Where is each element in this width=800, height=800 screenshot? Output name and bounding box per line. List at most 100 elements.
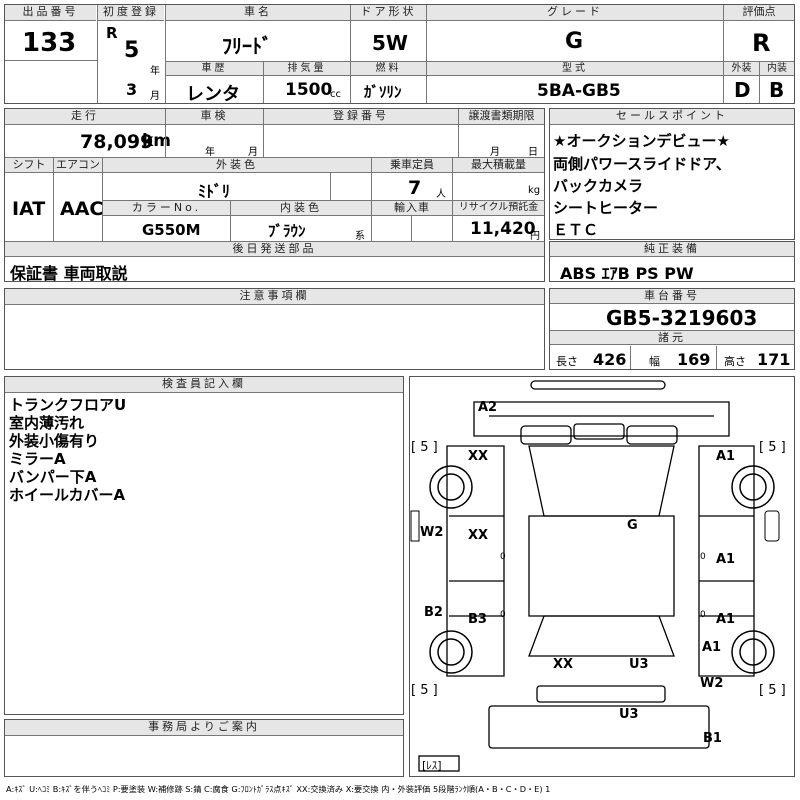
tire-front-right: [ 5 ] xyxy=(759,440,786,455)
height-label: 高さ xyxy=(724,355,746,368)
history-label: 車歴 xyxy=(166,62,263,76)
damage-xx-mid-left: XX xyxy=(468,528,489,543)
height: 171 xyxy=(757,350,791,369)
office-label: 事務局よりご案内 xyxy=(5,720,403,736)
sales-points-label: セールスポイント xyxy=(550,109,794,125)
recycle-label: リサイクル預託金 xyxy=(453,201,544,216)
mileage: 78,099 xyxy=(80,131,154,153)
inspector-box xyxy=(4,376,404,715)
inspector-line-6: ホイールカバーA xyxy=(9,486,126,504)
transfer-day: 日 xyxy=(528,147,538,158)
door: 5W xyxy=(372,31,408,55)
fuel-label: 燃料 xyxy=(351,62,426,76)
later-parts: 保証書 車両取説 xyxy=(10,264,128,283)
load-unit: kg xyxy=(528,185,541,196)
damage-u3-bottom: U3 xyxy=(619,707,639,722)
lot-no-label: 出品番号 xyxy=(5,5,96,21)
damage-b2-left: B2 xyxy=(424,605,443,620)
inspector-label: 検査員記入欄 xyxy=(5,377,403,393)
mark-zero-4: 0 xyxy=(700,610,706,620)
width-label: 幅 xyxy=(649,355,660,368)
damage-a1-front-right: A1 xyxy=(716,449,736,464)
displacement: 1500 xyxy=(285,80,333,100)
car-diagram-box xyxy=(409,376,795,777)
damage-w2-left: W2 xyxy=(420,525,444,540)
inspection-month: 月 xyxy=(248,147,258,158)
damage-u3-rear: U3 xyxy=(629,657,649,672)
transfer-month: 月 xyxy=(490,147,500,158)
chassis-number: GB5-3219603 xyxy=(606,306,758,330)
sales-line-4: シートヒーター xyxy=(553,199,659,217)
spare-tire-label: [ﾚｽ] xyxy=(422,759,442,772)
car-name-label: 車名 xyxy=(166,5,350,21)
damage-b3: B3 xyxy=(468,612,487,627)
damage-xx-front-left: XX xyxy=(468,449,489,464)
damage-xx-rear: XX xyxy=(553,657,574,672)
capacity-unit: 人 xyxy=(436,189,446,200)
load-label: 最大積載量 xyxy=(453,158,544,173)
equipment-box xyxy=(549,241,795,282)
color-no-label: カラーNo. xyxy=(103,201,230,216)
inspection-label: 車検 xyxy=(166,109,263,125)
damage-g-windshield: G xyxy=(627,518,638,533)
lot-no: 133 xyxy=(22,28,77,58)
damage-a1-lower-right: A1 xyxy=(716,612,736,627)
mileage-unit: km xyxy=(142,131,172,151)
chassis-box xyxy=(549,288,795,370)
int-score: B xyxy=(769,78,785,102)
length: 426 xyxy=(593,350,627,369)
color-no: G550M xyxy=(142,221,201,239)
sales-line-1: ★オークションデビュー★ xyxy=(553,132,730,150)
later-parts-label: 後日発送部品 xyxy=(5,242,544,257)
displacement-unit: cc xyxy=(330,89,341,100)
damage-legend: A:ｷｽﾞ U:ﾍｺﾐ B:ｷｽﾞを伴うﾍｺﾐ P:要塗装 W:補修跡 S:錆 … xyxy=(6,784,551,794)
reg-year: 5 xyxy=(124,38,140,63)
equipment-label: 純正装備 xyxy=(550,242,794,257)
history: レンタ xyxy=(186,84,240,105)
ac: AAC xyxy=(60,198,104,220)
recycle-unit: 円 xyxy=(530,231,540,242)
inspector-line-4: ミラーA xyxy=(9,450,66,468)
era: R xyxy=(106,24,118,42)
grade-label: グレード xyxy=(427,5,723,21)
equipment: ABS ｴｱB PS PW xyxy=(560,264,694,283)
int-label: 内装 xyxy=(760,62,794,76)
dims-label: 諸元 xyxy=(550,330,794,345)
damage-b1-bottom: B1 xyxy=(703,731,722,746)
inspection-year: 年 xyxy=(205,147,215,158)
score-label: 評価点 xyxy=(724,5,794,21)
mileage-label: 走行 xyxy=(5,109,165,125)
score: R xyxy=(752,29,771,57)
int-color-unit: 系 xyxy=(355,231,365,242)
sales-points-box xyxy=(549,108,795,240)
model-label: 型式 xyxy=(427,62,723,76)
length-label: 長さ xyxy=(556,355,578,368)
damage-a1-mid-right: A1 xyxy=(716,552,736,567)
vehicle-info-table xyxy=(4,108,545,282)
caution-label: 注意事項欄 xyxy=(5,289,544,305)
mark-zero-3: 0 xyxy=(500,610,506,620)
first-reg-label: 初度登録 xyxy=(98,5,164,21)
shift: IAT xyxy=(12,198,46,220)
damage-w2-right: W2 xyxy=(700,676,724,691)
displacement-label: 排気量 xyxy=(264,62,350,76)
caution-box xyxy=(4,288,545,370)
capacity-label: 乗車定員 xyxy=(372,158,452,173)
mark-zero-1: 0 xyxy=(500,552,506,562)
int-color-label: 内装色 xyxy=(231,201,371,216)
recycle: 11,420 xyxy=(470,219,536,239)
inspector-line-5: バンパー下A xyxy=(9,468,97,486)
width: 169 xyxy=(677,350,711,369)
reg-month-unit: 月 xyxy=(150,91,160,102)
office-box xyxy=(4,719,404,777)
sales-line-3: バックカメラ xyxy=(553,177,644,195)
transfer-label: 譲渡書類期限 xyxy=(459,109,544,125)
damage-a1-rear-right: A1 xyxy=(702,640,722,655)
car-body-diagram xyxy=(410,380,780,772)
mark-zero-2: 0 xyxy=(700,552,706,562)
sales-line-2: 両側パワースライドドア、 xyxy=(553,155,731,173)
door-label: ドア形状 xyxy=(351,5,426,21)
inspector-line-1: トランクフロアU xyxy=(9,396,127,414)
ext-score: D xyxy=(734,78,751,102)
import-label: 輸入車 xyxy=(372,201,452,216)
